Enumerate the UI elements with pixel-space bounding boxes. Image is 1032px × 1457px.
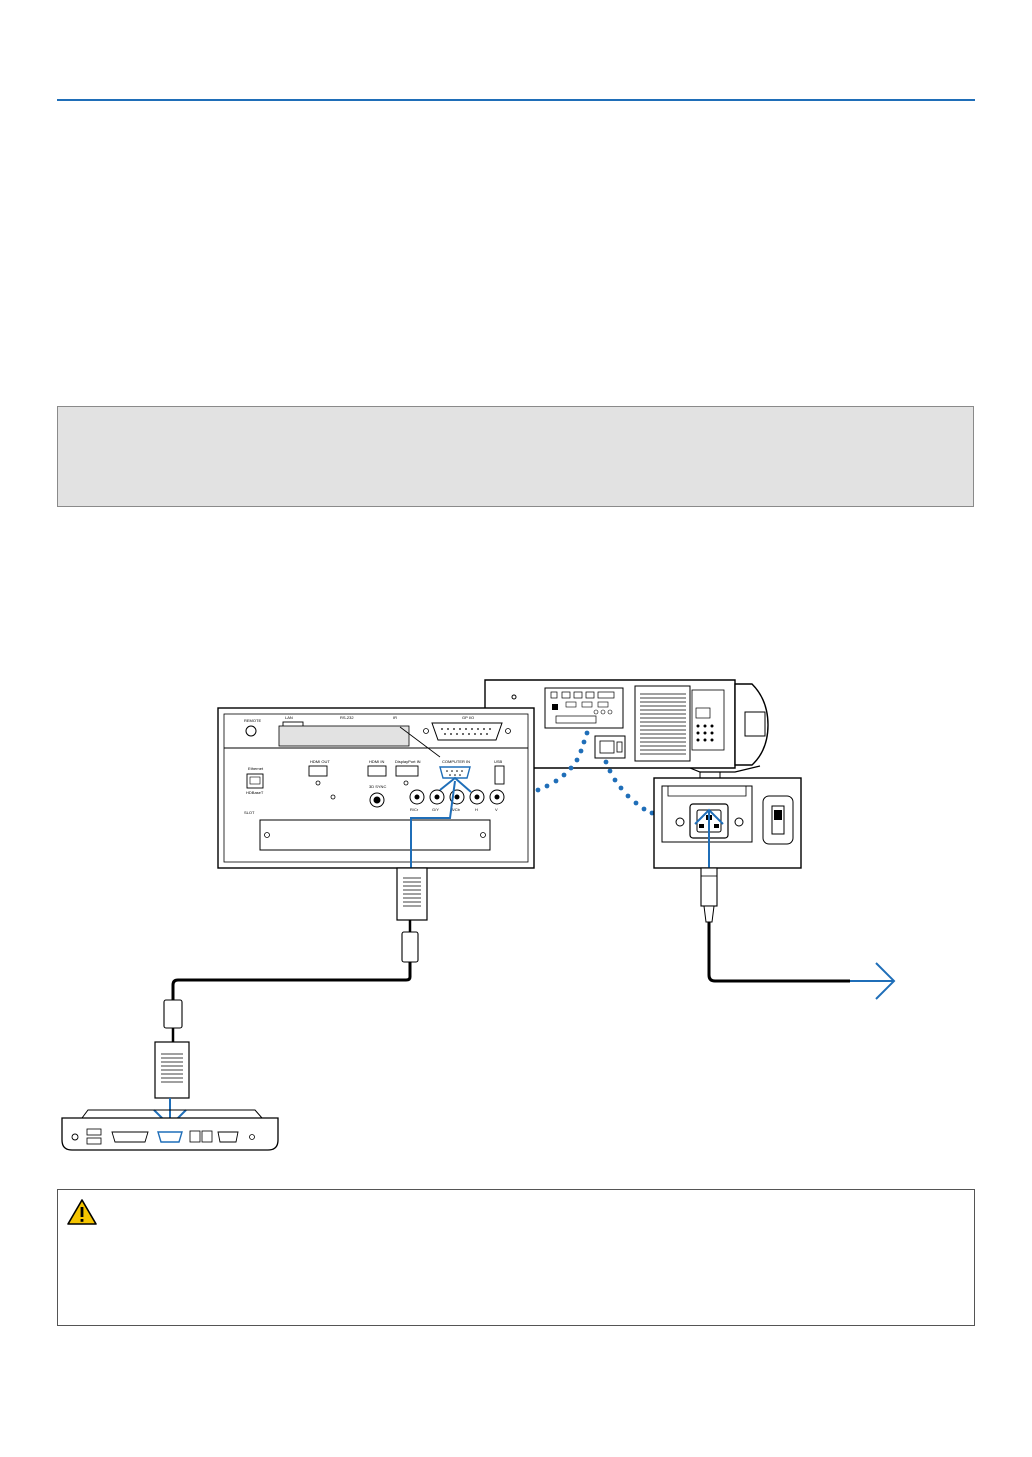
label-gpio: GP I/O	[462, 715, 474, 720]
ac-inlet-panel	[653, 777, 802, 869]
vga-cable	[154, 867, 428, 1099]
label-rs232: RS-232	[340, 715, 354, 720]
label-slot: SLOT	[244, 810, 255, 815]
caution-triangle-icon	[67, 1199, 97, 1225]
label-b-cb: B/Cb	[451, 807, 461, 812]
header-rule	[57, 99, 975, 101]
label-r-cr: R/Cr	[410, 807, 419, 812]
label-hdbaset: HDBaseT	[246, 790, 264, 795]
arrow-right-icon	[850, 962, 896, 1000]
projector-illustration	[484, 679, 769, 779]
label-remote: REMOTE	[244, 718, 261, 723]
power-cord	[700, 867, 850, 983]
label-ir: IR	[393, 715, 397, 720]
label-v: V	[495, 807, 498, 812]
computer-illustration	[61, 1109, 279, 1151]
label-computer-in: COMPUTER IN	[442, 759, 470, 764]
caution-box	[57, 1189, 975, 1326]
label-g-y: G/Y	[432, 807, 439, 812]
note-box	[57, 406, 974, 507]
connector-panel: REMOTE LAN RS-232 IR GP I/O Ethernet HDB…	[217, 707, 535, 869]
label-hdmi-out: HDMI OUT	[310, 759, 330, 764]
label-usb: USB	[494, 759, 503, 764]
connection-diagram: REMOTE LAN RS-232 IR GP I/O Ethernet HDB…	[61, 679, 896, 1151]
label-lan: LAN	[285, 715, 293, 720]
label-h: H	[475, 807, 478, 812]
label-hdmi-in: HDMI IN	[369, 759, 384, 764]
label-ethernet: Ethernet	[248, 766, 264, 771]
label-3d-sync: 3D SYNC	[369, 784, 386, 789]
label-displayport-in: DisplayPort IN	[395, 759, 421, 764]
zoom-callout-dots	[535, 730, 655, 816]
